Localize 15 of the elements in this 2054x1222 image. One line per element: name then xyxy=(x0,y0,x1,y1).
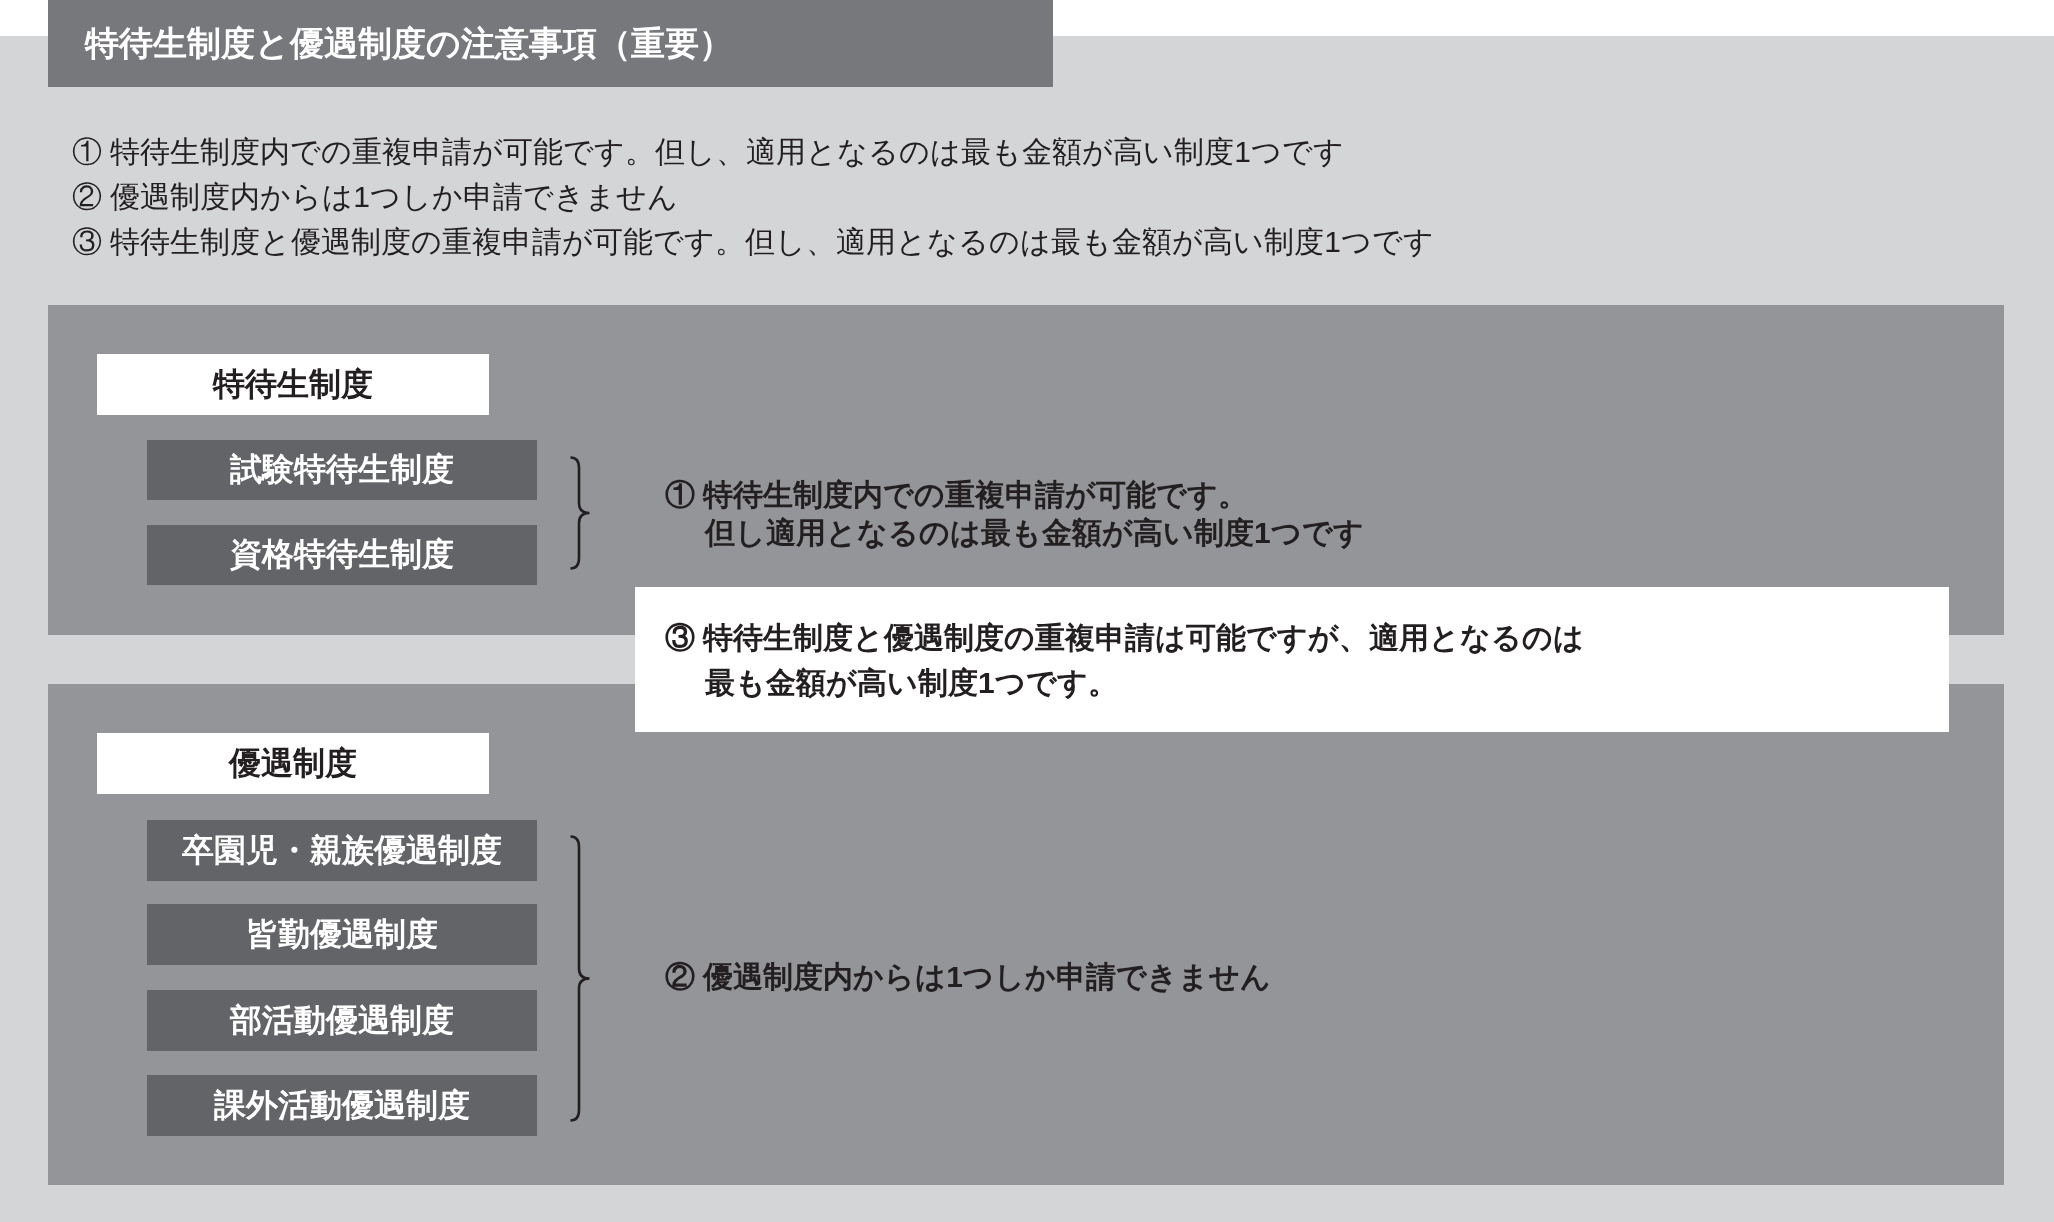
note-text: ① 特待生制度内での重複申請が可能です。但し、適用となるのは最も金額が高い制度1つです xyxy=(72,134,1345,170)
item-box: 試験特待生制度 xyxy=(147,440,537,500)
item-box: 皆勤優遇制度 xyxy=(147,904,537,965)
item-box: 資格特待生制度 xyxy=(147,525,537,585)
item-box: 課外活動優遇制度 xyxy=(147,1075,537,1136)
note-text: ② 優遇制度内からは1つしか申請できません xyxy=(665,959,1272,995)
note-text: ② 優遇制度内からは1つしか申請できません xyxy=(72,179,679,215)
note-text: ③ 特待生制度と優遇制度の重複申請が可能です。但し、適用となるのは最も金額が高い制度1つです xyxy=(72,224,1435,260)
note-box: ③ 特待生制度と優遇制度の重複申請は可能ですが、適用となるのは最も金額が高い制度1つです。 xyxy=(635,587,1949,732)
note-text: ① 特待生制度内での重複申請が可能です。但し適用となるのは最も金額が高い制度1つです xyxy=(665,477,1364,551)
title-banner: 特待生制度と優遇制度の注意事項（重要） xyxy=(48,0,1053,87)
item-box: 部活動優遇制度 xyxy=(147,990,537,1051)
item-box: 卒園児・親族優遇制度 xyxy=(147,820,537,881)
heading-box: 特待生制度 xyxy=(97,354,489,415)
heading-box: 優遇制度 xyxy=(97,733,489,794)
